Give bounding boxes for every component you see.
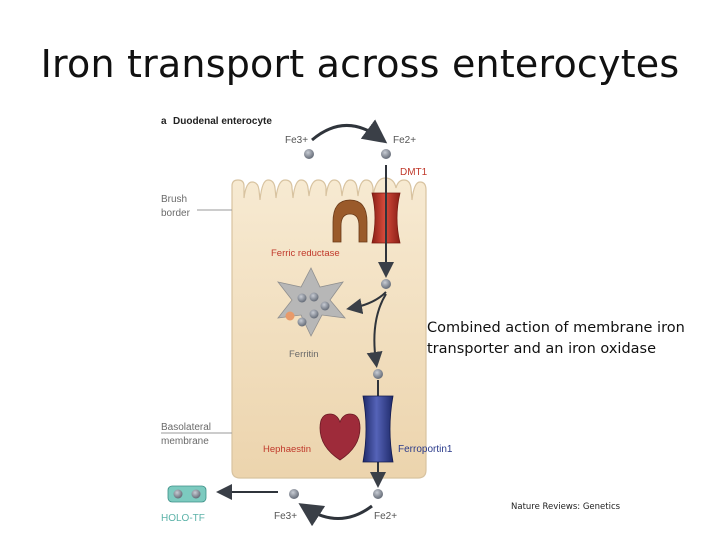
ferroportin-label: Ferroportin1 [398,444,453,455]
ferritin-iron-5 [297,317,307,327]
fe3-top-label: Fe3+ [285,135,308,146]
ferroportin-transporter [362,395,394,463]
panel-letter: a [161,116,167,127]
ferritin-label: Ferritin [289,349,319,360]
iron-ion-fe3-bottom [289,489,299,499]
basolateral-label-line1: Basolateral [161,422,211,433]
ferric-reductase-protein [332,199,368,243]
caption-line-2: transporter and an iron oxidase [427,341,657,357]
holo-transferrin [167,485,207,503]
ferritin-iron-4 [309,309,319,319]
iron-ion-fe2-top [381,149,391,159]
fe2-bottom-label: Fe2+ [374,511,397,522]
iron-ion-cytosol [381,279,391,289]
ferritin-iron-2 [309,292,319,302]
holo-tf-label: HOLO-TF [161,513,205,524]
slide-title: Iron transport across enterocytes [40,42,680,86]
ferritin-iron-6 [285,311,295,321]
fe3-bottom-label: Fe3+ [274,511,297,522]
ferritin-iron-3 [320,301,330,311]
iron-ion-fe3-top [304,149,314,159]
caption: Combined action of membrane iron transpo… [427,318,712,360]
dmt1-label: DMT1 [400,167,428,178]
ferritin-iron-1 [297,293,307,303]
credit: Nature Reviews: Genetics [511,502,621,512]
ferritin-complex [277,267,346,337]
iron-ion-basolateral [373,369,383,379]
basolateral-label-line2: membrane [161,436,209,447]
ferric-reductase-label: Ferric reductase [271,248,340,259]
iron-ion-fe2-bottom [373,489,383,499]
caption-line-1: Combined action of membrane iron [427,320,685,336]
hephaestin-protein [319,413,361,461]
brush-border-label-line2: border [161,208,191,219]
brush-border-label-line1: Brush [161,194,187,205]
hephaestin-label: Hephaestin [263,444,311,455]
to-ferritin-arrow [346,291,387,315]
bottom-oxidation-arrow [298,503,373,527]
panel-heading: Duodenal enterocyte [173,116,272,127]
to-ferroportin-arrow [366,293,387,368]
fe2-top-label: Fe2+ [393,135,416,146]
top-oxidation-arrow [311,119,388,144]
